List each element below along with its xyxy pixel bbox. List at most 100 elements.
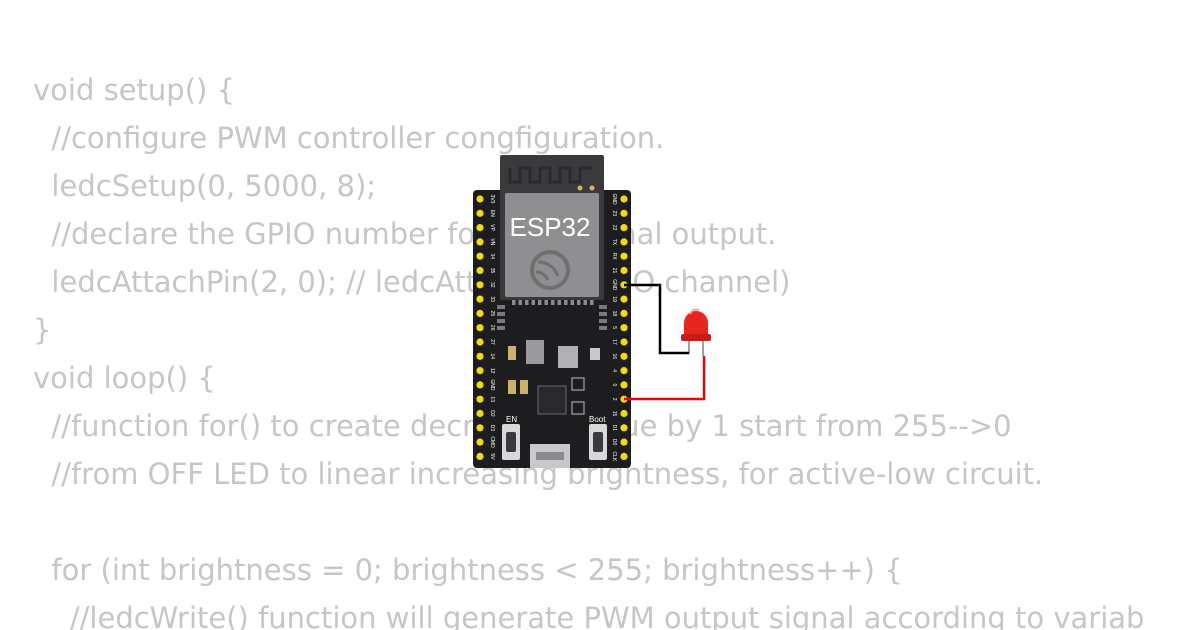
code-line: ledcSetup(0, 5000, 8); (33, 169, 377, 203)
pin-label: D2 (489, 410, 495, 417)
smd-resistor (508, 380, 516, 394)
module-leg (544, 300, 548, 305)
header-pin[interactable] (476, 409, 484, 418)
header-pin[interactable] (476, 352, 484, 360)
header-pin[interactable] (620, 309, 628, 317)
pin-label: 16 (611, 354, 617, 360)
header-pin[interactable] (620, 381, 628, 389)
header-pin[interactable] (476, 381, 484, 389)
pin-label: 2 (611, 398, 617, 401)
pin-label: 18 (611, 311, 617, 317)
pin-label: CMD (489, 436, 495, 448)
header-pin[interactable] (620, 367, 628, 375)
capacitor (526, 340, 544, 352)
module-leg (599, 319, 607, 323)
header-pin[interactable] (476, 367, 484, 375)
header-pin[interactable] (476, 309, 484, 317)
pin-label: D1 (611, 425, 617, 432)
header-pin[interactable] (476, 438, 484, 446)
esp32-board[interactable]: ESP32 EN Boot 3V3ENVPVN34353233252627141… (473, 155, 631, 468)
module-leg (590, 300, 594, 305)
header-pin[interactable] (476, 195, 484, 203)
signal-wire[interactable] (624, 356, 706, 401)
module-leg (497, 326, 505, 330)
smd-component (571, 401, 585, 415)
header-pin[interactable] (476, 266, 484, 275)
voltage-regulator (558, 346, 578, 368)
module-leg (497, 319, 505, 323)
boot-label: Boot (589, 415, 606, 424)
pin-label: 34 (489, 253, 495, 259)
module-pad (577, 185, 583, 191)
pin-label: 14 (489, 354, 495, 360)
pin-label: 26 (489, 325, 495, 331)
pin-label: GND (611, 193, 617, 205)
header-pin[interactable] (620, 352, 628, 360)
boot-button-cap[interactable] (593, 432, 603, 452)
pin-label: 32 (489, 282, 495, 288)
header-pin[interactable] (476, 452, 484, 460)
led-rim (681, 334, 711, 341)
pin-label: D3 (489, 425, 495, 432)
rf-shield (505, 193, 599, 297)
header-pin[interactable] (620, 209, 628, 217)
en-button-cap[interactable] (506, 432, 516, 452)
pin-label: 5 (611, 326, 617, 329)
code-line: void loop() { (33, 361, 216, 395)
pin-label: TX (611, 239, 617, 246)
pin-label: 19 (611, 296, 617, 302)
pin-label: 4 (611, 369, 617, 372)
header-pin[interactable] (620, 195, 628, 203)
module-leg (518, 300, 522, 305)
header-pin[interactable] (476, 424, 484, 432)
header-pin[interactable] (620, 409, 628, 418)
header-pin[interactable] (476, 281, 484, 289)
header-pin[interactable] (476, 295, 484, 303)
header-pin[interactable] (476, 238, 484, 246)
header-pin[interactable] (476, 338, 484, 346)
pin-label: 3V3 (489, 195, 495, 204)
module-leg (551, 300, 555, 305)
header-pin[interactable] (620, 266, 628, 275)
module-leg (497, 312, 505, 316)
pin-label: 25 (489, 311, 495, 317)
header-pin[interactable] (620, 452, 628, 460)
header-pin[interactable] (620, 238, 628, 246)
header-pin[interactable] (620, 252, 628, 260)
module-pad (589, 185, 595, 191)
pin-label: 27 (489, 339, 495, 345)
micro-usb-slot (536, 452, 564, 460)
pin-label: CLK (611, 452, 617, 462)
header-pin[interactable] (620, 438, 628, 446)
smd-component (590, 348, 600, 360)
code-line: void setup() { (33, 73, 235, 107)
header-pin[interactable] (620, 324, 628, 332)
header-pin[interactable] (620, 424, 628, 432)
module-leg (557, 300, 561, 305)
code-line: } (33, 313, 52, 347)
pin-label: VN (489, 238, 495, 245)
gnd-wire[interactable] (624, 283, 689, 355)
module-leg (577, 300, 581, 305)
pin-headers: 3V3ENVPVN343532332526271412GND13D2D3CMD5… (476, 193, 628, 462)
module-leg (599, 312, 607, 316)
header-pin[interactable] (476, 324, 484, 332)
header-pin[interactable] (476, 252, 484, 260)
code-line: //configure PWM controller congfiguratio… (33, 121, 665, 155)
code-line: //ledcWrite() function will generate PWM… (33, 601, 1145, 630)
header-pin[interactable] (476, 395, 484, 403)
red-led[interactable] (681, 308, 711, 357)
header-pin[interactable] (620, 295, 628, 303)
header-pin[interactable] (620, 224, 628, 232)
header-pin[interactable] (476, 224, 484, 232)
module-leg (538, 300, 542, 305)
header-pin[interactable] (620, 338, 628, 346)
module-leg (599, 326, 607, 330)
led-body (684, 311, 708, 340)
pin-label: 35 (489, 268, 495, 274)
module-leg (583, 300, 587, 305)
header-pin[interactable] (476, 209, 484, 217)
antenna-trace (508, 166, 592, 184)
code-editor: void setup() { //configure PWM controlle… (33, 66, 1200, 630)
